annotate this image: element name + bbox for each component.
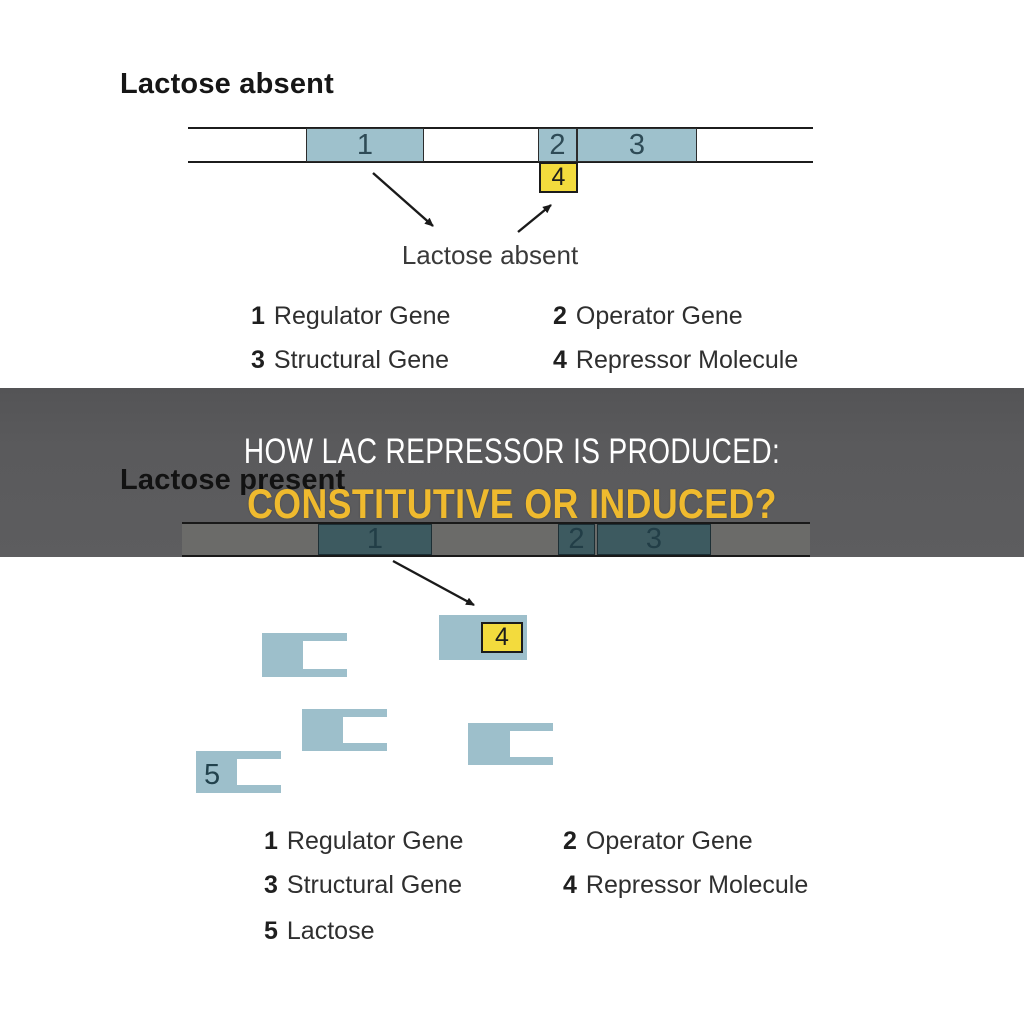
- lactose-top-arm: [237, 751, 281, 759]
- legend-item: 3 Structural Gene: [264, 871, 462, 900]
- legend-num: 2: [553, 302, 567, 330]
- legend-num: 5: [264, 917, 278, 945]
- dna-bottom-strand-line-dimmed: [182, 555, 810, 557]
- legend-item: 4 Repressor Molecule: [563, 871, 808, 900]
- legend-label: Repressor Molecule: [575, 346, 799, 374]
- lactose-bottom-arm: [510, 757, 553, 765]
- legend-label: Regulator Gene: [286, 827, 464, 855]
- legend-item: 2 Operator Gene: [563, 827, 753, 856]
- legend-label: Repressor Molecule: [585, 871, 809, 899]
- arrow-regulator-to-free-repressor: [392, 559, 475, 607]
- legend-num: 1: [251, 302, 265, 330]
- legend-label: Structural Gene: [273, 346, 449, 374]
- dna-strand-dimmed: [182, 524, 810, 555]
- lactose-top-arm: [510, 723, 553, 731]
- operator-gene-box: 2: [538, 128, 577, 162]
- structural-gene-box: 3: [577, 128, 697, 162]
- legend-label: Regulator Gene: [273, 302, 451, 330]
- regulator-gene-box: 1: [306, 128, 424, 162]
- repressor-molecule-tag: 4: [481, 622, 523, 653]
- legend-num: 4: [553, 346, 567, 374]
- lactose-bottom-arm: [237, 785, 281, 793]
- legend-item: 1 Regulator Gene: [251, 302, 450, 331]
- lactose-absent-callout: Lactose absent: [401, 240, 579, 270]
- arrow-callout-to-repressor: [517, 204, 552, 233]
- lactose-bottom-arm: [303, 669, 347, 677]
- repressor-molecule-box: 4: [539, 162, 578, 193]
- legend-num: 3: [251, 346, 265, 374]
- lactose-bottom-arm: [343, 743, 387, 751]
- lactose-body: [302, 709, 343, 751]
- legend-num: 2: [563, 827, 577, 855]
- operator-gene-box-dimmed: 2: [558, 523, 595, 555]
- legend-num: 4: [563, 871, 577, 899]
- lactose-top-arm: [303, 633, 347, 641]
- lactose-top-arm: [343, 709, 387, 717]
- legend-label: Lactose: [286, 917, 375, 945]
- dna-top-strand-line: [188, 127, 813, 129]
- structural-gene-box-dimmed: 3: [597, 523, 711, 555]
- lactose-present-heading: Lactose present: [120, 464, 346, 496]
- title-banner-overlay: Lactose present 1 2 3 HOW LAC REPRESSOR …: [0, 388, 1024, 557]
- lactose-body: [468, 723, 510, 765]
- legend-num: 1: [264, 827, 278, 855]
- dna-top-strand-line-dimmed: [182, 522, 810, 524]
- banner-subtitle: CONSTITUTIVE OR INDUCED?: [247, 480, 777, 527]
- legend-item: 5 Lactose: [264, 917, 374, 946]
- legend-label: Structural Gene: [286, 871, 462, 899]
- legend-label: Operator Gene: [575, 302, 743, 330]
- lactose-body: [262, 633, 303, 677]
- dna-bottom-strand-line: [188, 161, 813, 163]
- legend-label: Operator Gene: [585, 827, 753, 855]
- banner-title: HOW LAC REPRESSOR IS PRODUCED:: [243, 432, 781, 471]
- lactose-number-label: 5: [204, 759, 221, 791]
- regulator-gene-box-dimmed: 1: [318, 523, 432, 555]
- legend-item: 2 Operator Gene: [553, 302, 743, 331]
- lactose-body: [196, 751, 237, 793]
- legend-num: 3: [264, 871, 278, 899]
- arrow-regulator-to-callout: [372, 172, 434, 227]
- legend-item: 3 Structural Gene: [251, 346, 449, 375]
- lactose-absent-heading: Lactose absent: [120, 68, 334, 100]
- legend-item: 4 Repressor Molecule: [553, 346, 798, 375]
- legend-item: 1 Regulator Gene: [264, 827, 463, 856]
